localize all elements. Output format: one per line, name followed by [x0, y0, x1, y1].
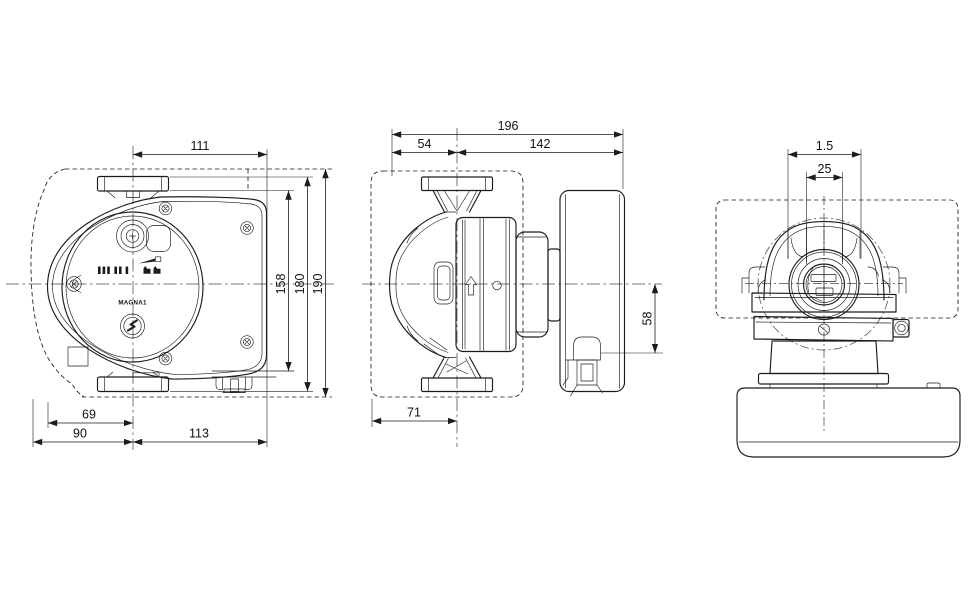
svg-text:58: 58 [641, 312, 655, 326]
top-view: 1.5 25 [715, 139, 961, 458]
front-extension-lines [32, 149, 313, 447]
svg-text:158: 158 [274, 274, 288, 295]
clamp-screw-boss [892, 318, 910, 338]
clamp-foot [211, 370, 295, 393]
plug-hole [492, 280, 502, 291]
dim-height-180: 180 [293, 177, 311, 392]
vent-screw [66, 275, 82, 293]
cover-screws [158, 201, 254, 366]
svg-text:54: 54 [418, 137, 432, 151]
volute-body [388, 211, 457, 359]
dim-bore-25: 25 [806, 162, 843, 181]
svg-text:1.5: 1.5 [816, 139, 833, 153]
bottom-flange [96, 371, 170, 393]
product-label: MAGNA1 [118, 300, 147, 307]
control-knob-icon [116, 219, 149, 253]
dim-width-top: 111 [133, 139, 268, 158]
svg-text:25: 25 [818, 162, 832, 176]
svg-text:69: 69 [82, 408, 96, 422]
top-flange [420, 176, 494, 213]
bottom-flange [420, 356, 494, 393]
side-view: 196 54 142 58 71 [362, 119, 663, 447]
clamp-band [751, 292, 910, 342]
svg-text:180: 180 [293, 274, 307, 295]
svg-text:142: 142 [530, 137, 551, 151]
cable-plug [562, 336, 603, 397]
display-window [146, 225, 171, 252]
motor-neck [757, 340, 890, 389]
casing-lug [67, 346, 89, 367]
gauge-needle-icon [138, 256, 162, 264]
svg-text:196: 196 [498, 119, 519, 133]
front-cover-oval [61, 211, 204, 363]
svg-text:111: 111 [190, 139, 209, 153]
side-wings [741, 266, 907, 294]
control-box [559, 189, 626, 397]
control-box-top [736, 382, 961, 458]
stator-clamp-block [455, 216, 517, 353]
dim-height-158: 158 [274, 190, 292, 372]
pump-mode-icons [143, 266, 161, 274]
dim-142: 142 [457, 137, 624, 156]
band-screw-icon [818, 323, 830, 336]
dim-height-190: 190 [311, 169, 329, 398]
grundfos-logo-icon [120, 313, 145, 339]
dim-71: 71 [372, 406, 458, 425]
dim-total-196: 196 [392, 119, 624, 138]
dim-bottom-69: 69 [48, 408, 134, 427]
control-panel: MAGNA1 [98, 219, 171, 339]
dim-bottom-113: 113 [133, 427, 268, 446]
svg-text:90: 90 [73, 427, 87, 441]
dim-54: 54 [392, 137, 458, 156]
dim-58: 58 [641, 284, 659, 354]
top-flange [96, 175, 170, 199]
svg-text:71: 71 [407, 406, 421, 420]
speed-setting-bars-icon [98, 266, 129, 274]
dim-connection-1-5: 1.5 [788, 139, 862, 158]
svg-text:113: 113 [189, 427, 209, 441]
flow-direction-arrow-icon [465, 276, 477, 296]
dim-bottom-90: 90 [33, 427, 134, 446]
insulation-circle [757, 217, 891, 351]
svg-text:190: 190 [311, 274, 325, 295]
insulation-outline [370, 170, 524, 398]
front-view: MAGNA1 111 [6, 139, 334, 450]
insulation-outline [30, 168, 332, 398]
top-extension-lines [787, 149, 862, 262]
